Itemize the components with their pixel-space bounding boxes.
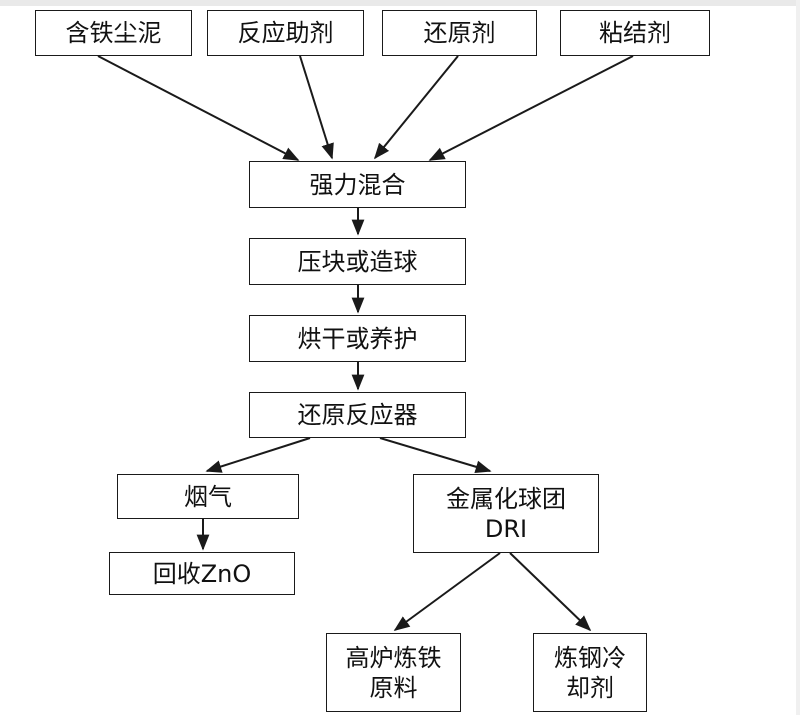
arrow-input2-to-mix bbox=[299, 55, 334, 160]
arrow-input3-to-mix bbox=[373, 55, 459, 160]
input-binder-box: 粘结剂 bbox=[560, 10, 710, 56]
input-reductant-box: 还原剂 bbox=[382, 10, 537, 56]
input-reaction-aid-label: 反应助剂 bbox=[237, 19, 334, 47]
flue-gas-box: 烟气 bbox=[117, 474, 299, 519]
step-mixing-box: 强力混合 bbox=[249, 161, 466, 208]
top-band bbox=[0, 0, 800, 6]
input-iron-dust-label: 含铁尘泥 bbox=[65, 19, 162, 47]
arrow-dri-to-furnace bbox=[393, 552, 501, 631]
step-reactor-label: 还原反应器 bbox=[297, 401, 418, 429]
input-iron-dust-box: 含铁尘泥 bbox=[35, 10, 192, 56]
arrow-dri-to-coolant bbox=[509, 552, 592, 632]
dri-box: 金属化球团 DRI bbox=[413, 474, 599, 553]
right-band bbox=[796, 0, 800, 715]
zno-recovery-box: 回收ZnO bbox=[109, 552, 295, 595]
steelmaking-coolant-line1: 炼钢冷 bbox=[554, 643, 626, 672]
input-binder-label: 粘结剂 bbox=[599, 19, 671, 47]
input-reductant-label: 还原剂 bbox=[423, 19, 496, 47]
arrow-reactor-to-dri bbox=[379, 437, 492, 473]
steelmaking-coolant-box: 炼钢冷 却剂 bbox=[533, 633, 647, 712]
blast-furnace-feed-box: 高炉炼铁 原料 bbox=[326, 633, 461, 712]
arrow-input1-to-mix bbox=[97, 55, 300, 161]
blast-furnace-feed-line2: 原料 bbox=[369, 673, 418, 702]
step-mixing-label: 强力混合 bbox=[309, 170, 406, 199]
step-reactor-box: 还原反应器 bbox=[249, 392, 466, 438]
dri-line1-label: 金属化球团 bbox=[446, 484, 566, 513]
blast-furnace-feed-line1: 高炉炼铁 bbox=[345, 643, 442, 672]
arrow-reactor-to-fluegas bbox=[205, 437, 311, 473]
arrow-input4-to-mix bbox=[428, 55, 634, 161]
step-drying-box: 烘干或养护 bbox=[249, 315, 466, 362]
zno-recovery-label: 回收ZnO bbox=[152, 559, 252, 588]
flue-gas-label: 烟气 bbox=[184, 482, 232, 511]
step-pressing-label: 压块或造球 bbox=[297, 247, 418, 276]
steelmaking-coolant-line2: 却剂 bbox=[566, 673, 614, 702]
step-drying-label: 烘干或养护 bbox=[297, 324, 418, 353]
input-reaction-aid-box: 反应助剂 bbox=[207, 10, 364, 56]
step-pressing-box: 压块或造球 bbox=[249, 238, 466, 285]
dri-line2-label: DRI bbox=[484, 514, 528, 543]
